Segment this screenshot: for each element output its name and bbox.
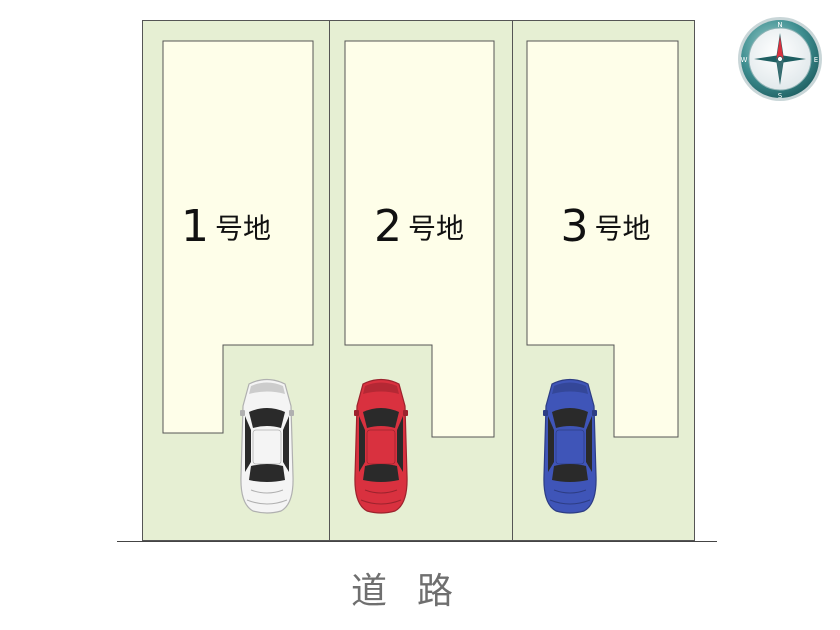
car-lot-1-icon bbox=[240, 378, 294, 514]
road-label: 道路 bbox=[350, 571, 483, 612]
lot-1-building-outline bbox=[162, 40, 314, 434]
compass-south-label: S bbox=[778, 92, 783, 100]
compass-icon: N S E W bbox=[738, 17, 822, 101]
lot-3-suffix: 号地 bbox=[594, 211, 651, 245]
car-lot-3-icon bbox=[543, 378, 597, 514]
lot-2-number: 2 bbox=[373, 201, 402, 252]
lot-3-number: 3 bbox=[560, 201, 589, 252]
car-lot-2-icon bbox=[354, 378, 408, 514]
lot-1-number: 1 bbox=[180, 201, 209, 252]
compass-east-label: E bbox=[814, 56, 818, 64]
lot-2-suffix: 号地 bbox=[407, 211, 464, 245]
compass-west-label: W bbox=[741, 56, 748, 64]
lot-3-building-outline bbox=[526, 40, 679, 438]
road-edge-line bbox=[117, 541, 717, 542]
lot-2-building-outline bbox=[344, 40, 495, 438]
lot-1-suffix: 号地 bbox=[214, 211, 271, 245]
compass-north-label: N bbox=[777, 21, 782, 29]
